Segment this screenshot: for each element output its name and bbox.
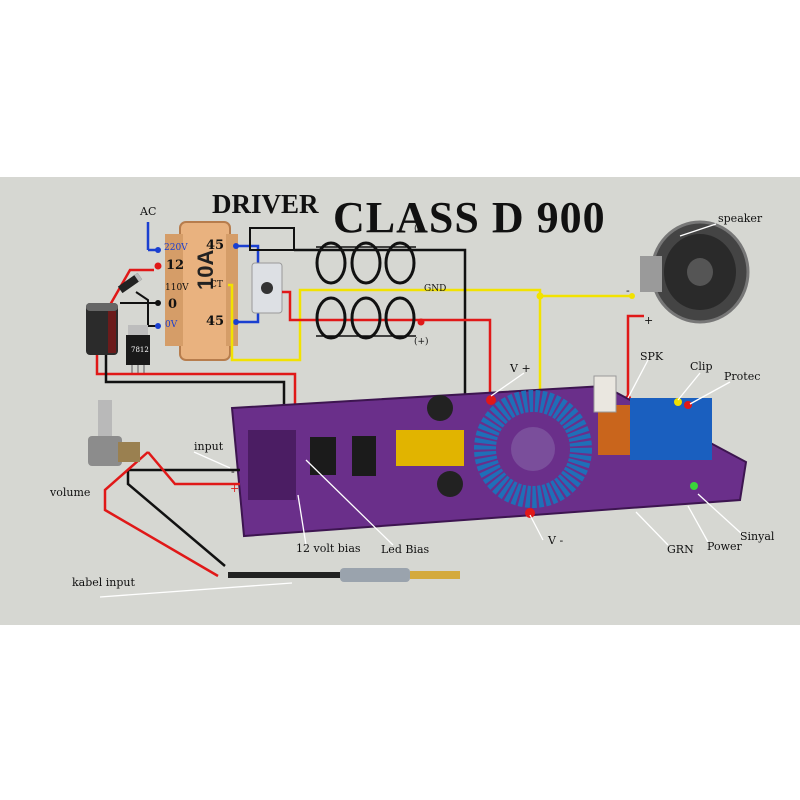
bridge-rectifier: [251, 262, 283, 314]
protec-label: Protec: [724, 370, 761, 383]
input-plus-mark: +: [230, 482, 240, 495]
transformer-rating: 10A: [193, 250, 218, 290]
tap-12: 12: [166, 258, 185, 273]
sinyal-label: Sinyal: [740, 530, 775, 543]
filter-capacitor: [86, 303, 118, 355]
cap-plus-mark: (+): [414, 337, 429, 347]
tap-220v: 220V: [164, 243, 188, 253]
v-minus-label: V -: [548, 534, 564, 547]
tap-45-top: 45: [206, 238, 225, 253]
kabel-input-label: kabel input: [72, 576, 135, 589]
transformer: 10A: [165, 221, 238, 361]
v-plus-label: V +: [510, 362, 531, 375]
clip-label: Clip: [690, 360, 713, 373]
volume-label: volume: [50, 486, 91, 499]
led-bias-label: Led Bias: [381, 543, 430, 556]
speaker-plus-mark: +: [644, 314, 654, 327]
tap-0: 0: [168, 297, 178, 312]
input-minus-mark: -: [231, 465, 235, 478]
toroid-inductor: [474, 390, 592, 508]
tap-ct: CT: [210, 280, 223, 290]
bias-12v-label: 12 volt bias: [296, 542, 361, 555]
speaker: [640, 220, 750, 324]
voltage-regulator: [126, 325, 150, 374]
driver-label: DRIVER: [212, 189, 319, 219]
speaker-label: speaker: [718, 212, 763, 225]
spk-label: SPK: [640, 350, 664, 363]
power-label: Power: [707, 540, 742, 553]
regulator-mark: 7812: [131, 346, 149, 354]
diode: [117, 272, 143, 294]
capacitor-bank: [315, 241, 416, 340]
input-label: input: [194, 440, 224, 453]
grn-label: GRN: [667, 543, 694, 556]
cap-gnd-mark: GND: [424, 284, 447, 294]
tap-110v: 110V: [165, 283, 189, 293]
ac-label: AC: [140, 205, 157, 218]
audio-jack: [228, 568, 460, 582]
amplifier-pcb: [230, 375, 748, 538]
cap-minus-mark: (-): [414, 224, 425, 234]
tap-45-bottom: 45: [206, 314, 225, 329]
volume-potentiometer: [88, 400, 140, 466]
tap-0v: 0V: [165, 320, 178, 330]
speaker-minus-mark: -: [626, 284, 630, 297]
page-title: CLASS D 900: [333, 193, 606, 242]
